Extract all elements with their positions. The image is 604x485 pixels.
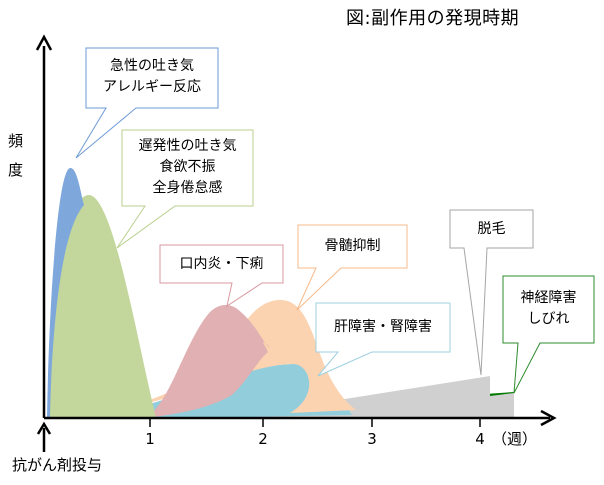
figure-title: 図:副作用の発現時期 [346, 8, 520, 29]
x-axis-unit-label: （週） [492, 430, 538, 448]
callout-acute-line-1: 急性の吐き気 [110, 58, 194, 74]
y-axis-label-char-2: 度 [8, 161, 24, 179]
callout-delayed: 遅発性の吐き気 食欲不振 全身倦怠感 [122, 136, 253, 199]
callout-acute-line-2: アレルギー反応 [103, 79, 201, 95]
x-tick-label-1: 1 [145, 430, 155, 448]
callout-nerve-shape [502, 275, 595, 394]
x-axis-arrowhead [540, 409, 557, 427]
callout-acute-shape [75, 47, 219, 159]
callout-delayed-line-1: 遅発性の吐き気 [138, 138, 237, 154]
dose-arrow-head [36, 421, 52, 435]
callout-liver: 肝障害・腎障害 [316, 317, 450, 338]
callout-stomatitis-shape [159, 244, 284, 308]
callout-hair: 脱毛 [450, 219, 533, 240]
callout-nerve-line-2: しびれ [527, 311, 570, 327]
callout-liver-shape [315, 302, 451, 377]
callout-nerve-line-1: 神経障害 [520, 290, 577, 306]
series-stomatitis-area-main [145, 304, 268, 418]
drug-administration-label: 抗がん剤投与 [12, 456, 103, 474]
x-tick-label-3: 3 [367, 430, 377, 448]
callout-marrow-shape [296, 224, 408, 311]
callout-delayed-line-3: 全身倦怠感 [152, 180, 223, 196]
callout-marrow-line-1: 骨髄抑制 [324, 238, 381, 254]
x-tick-label-2: 2 [258, 430, 268, 448]
x-tick-label-4: 4 [475, 430, 485, 448]
callout-liver-line-1: 肝障害・腎障害 [334, 319, 432, 335]
callout-delayed-line-2: 食欲不振 [159, 159, 216, 175]
y-axis-arrowhead [35, 34, 53, 51]
y-axis-label-char-1: 頻 [8, 132, 24, 150]
callout-hair-line-1: 脱毛 [477, 221, 506, 237]
series-delayed-area [48, 194, 156, 418]
callout-acute: 急性の吐き気 アレルギー反応 [86, 56, 218, 98]
callout-stomatitis: 口内炎・下痢 [160, 254, 283, 275]
callout-marrow: 骨髄抑制 [298, 236, 407, 257]
callout-stomatitis-line-1: 口内炎・下痢 [179, 256, 264, 272]
series-acute-area [47, 167, 84, 418]
series-marrow-area [62, 300, 356, 418]
callout-nerve: 神経障害 しびれ [503, 288, 594, 330]
callout-hair-shape [449, 209, 534, 376]
callout-delayed-shape [116, 129, 254, 249]
